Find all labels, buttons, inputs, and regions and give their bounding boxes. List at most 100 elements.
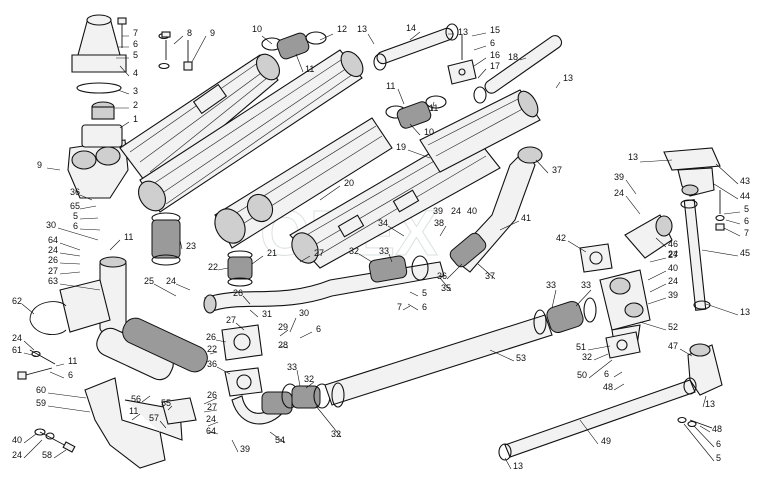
callout-c13e: 13 <box>740 307 750 317</box>
callout-c52: 52 <box>668 322 678 332</box>
hose-23 <box>151 212 181 266</box>
callout-c2a: 2 <box>133 100 138 110</box>
callout-c4a: 4 <box>133 68 138 78</box>
callout-c33d: 33 <box>581 280 591 290</box>
callout-c48b: 48 <box>712 424 722 434</box>
callout-c49: 49 <box>601 436 611 446</box>
flange-plate-16 <box>447 35 477 85</box>
bracket-62 <box>29 301 67 336</box>
callout-c60: 60 <box>36 385 46 395</box>
callout-c33a: 33 <box>379 246 389 256</box>
callout-c65: 65 <box>70 201 80 211</box>
callout-c8: 8 <box>187 28 192 38</box>
callout-c7a: 7 <box>133 28 138 38</box>
elbow-44 <box>677 167 715 197</box>
bolt-set-right-top <box>715 190 725 231</box>
callout-c46: 46 <box>668 239 678 249</box>
callout-c19: 19 <box>396 142 406 152</box>
intake-funnel-part <box>71 14 127 94</box>
callout-c6e: 6 <box>316 324 321 334</box>
callout-c13b: 13 <box>458 27 468 37</box>
callout-c13c: 13 <box>563 73 573 83</box>
pipe-49 <box>498 377 697 461</box>
callout-c25: 25 <box>144 276 154 286</box>
pipe-18 <box>473 35 563 104</box>
callout-c26a: 26 <box>48 255 58 265</box>
callout-c32c: 32 <box>331 429 341 439</box>
exhaust-manifold-right <box>214 117 393 249</box>
callout-c58: 58 <box>42 450 52 460</box>
callout-c30a: 30 <box>46 220 56 230</box>
callout-c35: 35 <box>441 283 451 293</box>
callout-c27e: 27 <box>668 250 678 260</box>
pipe-54 <box>231 391 293 425</box>
callout-c32a: 32 <box>349 246 359 256</box>
leader-lines <box>21 31 741 470</box>
callout-c34: 34 <box>378 218 388 228</box>
callout-c6f: 6 <box>68 370 73 380</box>
pipe-14 <box>373 23 459 71</box>
flange-42 <box>579 243 613 273</box>
callout-c5d: 5 <box>744 204 749 214</box>
pipe-31-35 <box>203 255 445 314</box>
callout-c24i: 24 <box>668 276 678 286</box>
exhaust-manifold-middle <box>138 49 364 213</box>
callout-c24b: 24 <box>451 206 461 216</box>
callout-c7b: 7 <box>397 302 402 312</box>
callout-c10b: 10 <box>424 127 434 137</box>
callout-c27b: 27 <box>314 248 324 258</box>
callout-c24f: 24 <box>12 450 22 460</box>
callout-c55: 55 <box>161 398 171 408</box>
callout-c43: 43 <box>740 176 750 186</box>
callout-c37a: 37 <box>552 165 562 175</box>
callout-c7c: 7 <box>744 228 749 238</box>
callout-c27a: 27 <box>48 266 58 276</box>
callout-c32d: 32 <box>582 352 592 362</box>
callout-c40a: 40 <box>467 206 477 216</box>
callout-c12: 12 <box>337 24 347 34</box>
riser-pipe-63 <box>59 256 127 333</box>
callout-c1a: 1 <box>133 114 138 124</box>
callout-c24e: 24 <box>206 414 216 424</box>
callout-c14: 14 <box>406 23 416 33</box>
callout-c33c: 33 <box>546 280 556 290</box>
callout-c15: 15 <box>490 25 500 35</box>
callout-c24d: 24 <box>12 333 22 343</box>
callout-c31: 31 <box>262 309 272 319</box>
callout-c6g: 6 <box>604 369 609 379</box>
thermostat-housing-part <box>67 101 129 199</box>
callout-c51: 51 <box>576 342 586 352</box>
callout-c64a: 64 <box>48 235 58 245</box>
callout-c57: 57 <box>149 413 159 423</box>
pipe-53 <box>324 297 597 408</box>
callout-c45: 45 <box>740 248 750 258</box>
callout-c20: 20 <box>344 178 354 188</box>
callout-c17: 17 <box>490 61 500 71</box>
callout-c56: 56 <box>131 394 141 404</box>
callout-c13g: 13 <box>513 461 523 471</box>
callout-c39c: 39 <box>614 172 624 182</box>
callout-c63: 63 <box>48 276 58 286</box>
callout-c6i: 6 <box>716 439 721 449</box>
callout-c28: 28 <box>278 340 288 350</box>
flange-55 <box>161 397 197 425</box>
callout-c30b: 30 <box>299 308 309 318</box>
callout-c5a: 5 <box>133 50 138 60</box>
callout-c26c: 26 <box>206 332 216 342</box>
callout-c24h: 24 <box>668 249 678 259</box>
callout-c11b: 11 <box>386 81 395 91</box>
bolt-set-left <box>17 349 56 380</box>
callout-c13f: 13 <box>705 399 715 409</box>
callout-c23: 23 <box>186 241 196 251</box>
hose-22 <box>227 250 253 287</box>
callout-c5b: 5 <box>73 211 78 221</box>
callout-c11e: 11 <box>68 356 77 366</box>
coupling-32-33 <box>281 383 331 409</box>
callout-c39a: 39 <box>433 206 443 216</box>
pipe-45 <box>680 199 711 311</box>
callout-c18: 18 <box>508 52 518 62</box>
callout-c54: 54 <box>275 435 285 445</box>
elbow-47 <box>687 343 723 396</box>
callout-c37b: 37 <box>485 271 495 281</box>
